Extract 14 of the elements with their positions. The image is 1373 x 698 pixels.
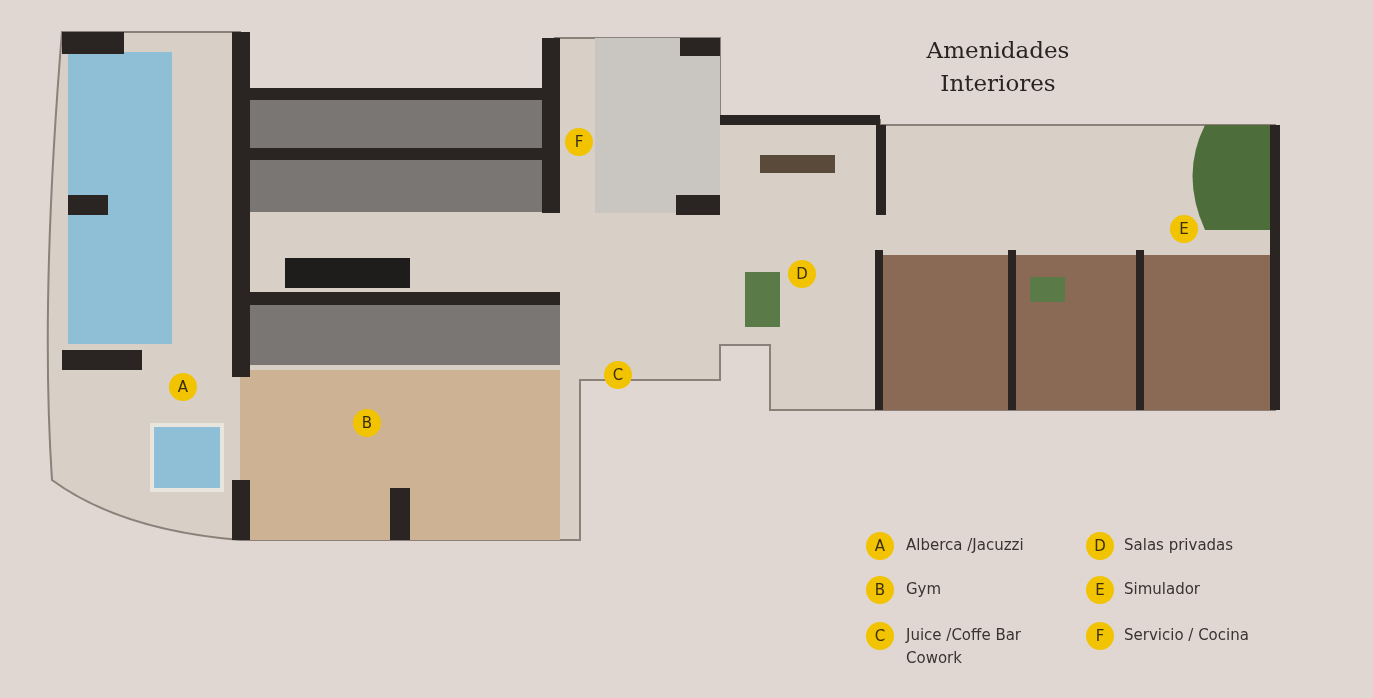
- legend-text: Simulador: [1124, 579, 1202, 600]
- legend-marker: E: [1086, 576, 1114, 604]
- callout-marker: C: [604, 361, 632, 389]
- legend-marker: A: [866, 532, 894, 560]
- plan-title: Amenidades Interiores: [925, 36, 1071, 98]
- legend-text: Juice /Coffe Bar Cowork: [906, 625, 1023, 669]
- legend-marker: B: [866, 576, 894, 604]
- legend-text: Servicio / Cocina: [1124, 625, 1250, 646]
- legend-text: Alberca /Jacuzzi: [906, 535, 1025, 556]
- legend-marker: C: [866, 622, 894, 650]
- legend-marker: D: [1086, 532, 1114, 560]
- legend-marker: F: [1086, 622, 1114, 650]
- legend-text: Salas privadas: [1124, 535, 1235, 556]
- legend-text: Gym: [906, 579, 943, 600]
